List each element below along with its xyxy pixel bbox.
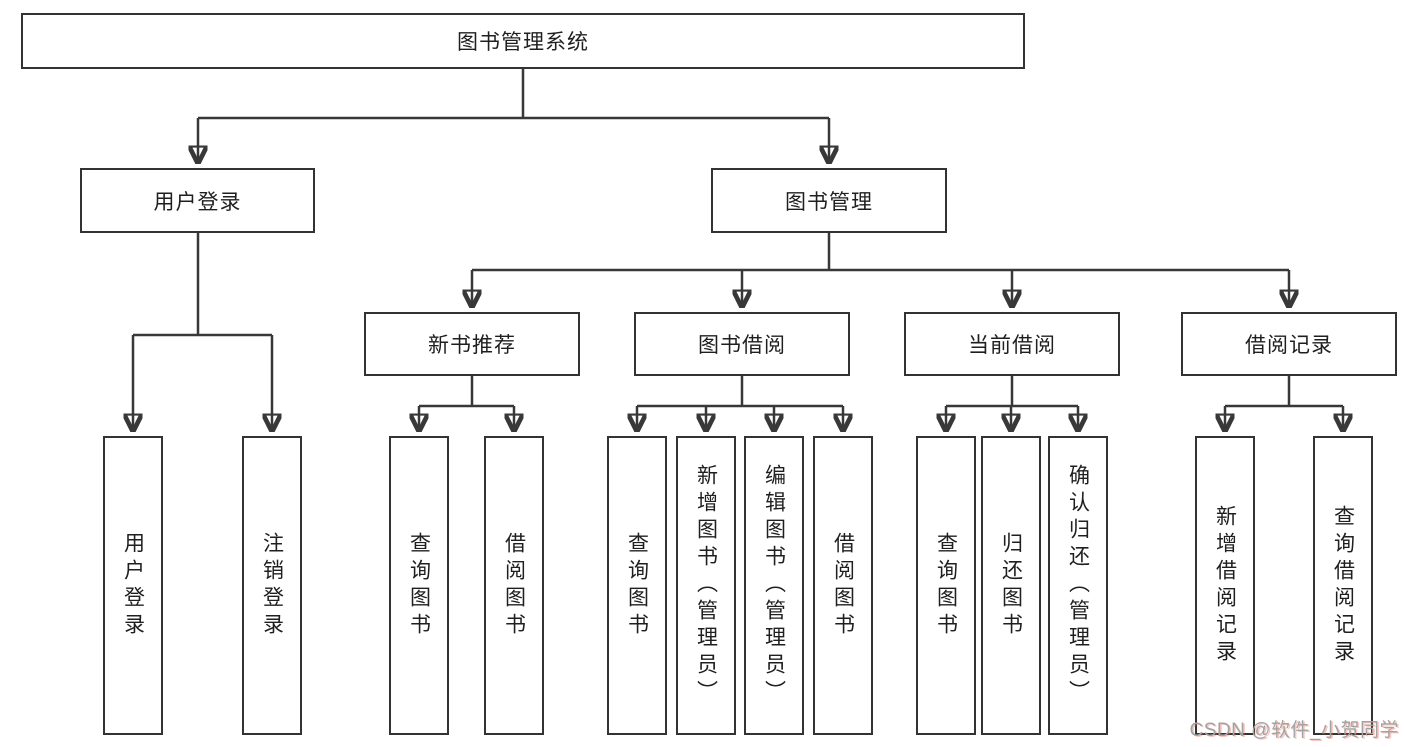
leaf-logout: 注销登录 (242, 436, 302, 735)
connector-new-book-recommendation (419, 376, 514, 432)
leaf-user-login: 用户登录 (103, 436, 163, 735)
leaf-add-borrow-record: 新增借阅记录 (1195, 436, 1255, 735)
connector-book-management (472, 233, 1289, 308)
leaf-add-books-admin: 新增图书（管理员） (676, 436, 736, 735)
leaf-query-books-borrowing: 查询图书 (607, 436, 667, 735)
node-new-book-recommendation: 新书推荐 (364, 312, 580, 376)
leaf-edit-books-admin: 编辑图书（管理员） (744, 436, 804, 735)
leaf-borrow-books-recommend: 借阅图书 (484, 436, 544, 735)
leaf-return-books: 归还图书 (981, 436, 1041, 735)
node-user-login: 用户登录 (80, 168, 315, 233)
leaf-confirm-return-admin: 确认归还（管理员） (1048, 436, 1108, 735)
node-borrowing-records: 借阅记录 (1181, 312, 1397, 376)
connector-user-login (133, 233, 272, 432)
node-current-borrowing: 当前借阅 (904, 312, 1120, 376)
node-book-borrowing: 图书借阅 (634, 312, 850, 376)
connector-current-borrowing (946, 376, 1078, 432)
node-library-management-system: 图书管理系统 (21, 13, 1025, 69)
leaf-query-books-current: 查询图书 (916, 436, 976, 735)
leaf-query-borrow-record: 查询借阅记录 (1313, 436, 1373, 735)
connector-book-borrowing (637, 376, 843, 432)
leaf-borrow-books-borrowing: 借阅图书 (813, 436, 873, 735)
node-book-management: 图书管理 (711, 168, 947, 233)
connector-root-to-level2 (198, 69, 829, 164)
connector-borrowing-records (1225, 376, 1343, 432)
watermark: CSDN @软件_小贺同学 (1189, 720, 1399, 741)
leaf-query-books-recommend: 查询图书 (389, 436, 449, 735)
